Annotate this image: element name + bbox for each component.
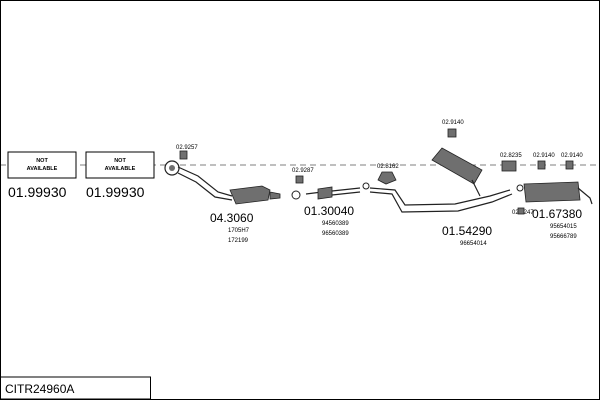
rear-silencer-ref-2: 95666789 (550, 234, 577, 240)
clamp-icon (565, 160, 574, 170)
not-available-line2: AVAILABLE (105, 166, 136, 172)
middle-pipe-ref-1: 96654014 (460, 241, 487, 247)
not-available-line1: NOT (114, 158, 126, 164)
title-box: CITR24960A (0, 376, 151, 400)
rubber-mount-icon (377, 171, 397, 185)
front-silencer-number[interactable]: 01.30040 (304, 204, 354, 218)
front-silencer-part[interactable] (305, 186, 361, 200)
not-available-line1: NOT (36, 158, 48, 164)
mount-label-1[interactable]: 02.8162 (377, 164, 399, 170)
clamp-icon (517, 207, 525, 215)
catalytic-ref-2: 172199 (228, 238, 249, 244)
not-available-box-1[interactable]: NOT AVAILABLE (7, 151, 77, 179)
mount-label-3[interactable]: 02.9140 (533, 153, 555, 159)
rear-silencer-number[interactable]: 01.67380 (532, 207, 582, 221)
part-number-2[interactable]: 01.99930 (86, 184, 145, 200)
catalytic-converter-part[interactable] (164, 160, 281, 205)
part-number-1[interactable]: 01.99930 (8, 184, 67, 200)
rear-silencer-part[interactable] (516, 181, 593, 205)
rubber-mount-icon (501, 160, 517, 172)
rear-silencer-ref-1: 95654015 (550, 224, 577, 230)
clamp-label-1[interactable]: 02.9257 (176, 145, 198, 151)
mount-label-2[interactable]: 02.8235 (500, 153, 522, 159)
front-silencer-ref-1: 94560389 (322, 221, 349, 227)
not-available-line2: AVAILABLE (27, 166, 58, 172)
clamp-label-2[interactable]: 02.9287 (292, 168, 314, 174)
clamp-icon (179, 150, 188, 160)
catalytic-ref-1: 1705H7 (228, 228, 250, 234)
middle-pipe-number[interactable]: 01.54290 (442, 224, 492, 238)
clamp-icon (447, 128, 457, 138)
mount-label-4[interactable]: 02.9140 (561, 153, 583, 159)
middle-pipe-part[interactable] (369, 147, 513, 213)
front-silencer-ref-2: 96560389 (322, 231, 349, 237)
not-available-box-2[interactable]: NOT AVAILABLE (85, 151, 155, 179)
gasket-icon (362, 182, 370, 190)
catalytic-converter-number[interactable]: 04.3060 (210, 211, 254, 225)
clamp-icon (295, 175, 304, 184)
diagram-title: CITR24960A (5, 382, 74, 396)
clamp-icon (537, 160, 546, 170)
clamp-label-3[interactable]: 02.9140 (442, 120, 464, 126)
gasket-icon (291, 190, 301, 200)
